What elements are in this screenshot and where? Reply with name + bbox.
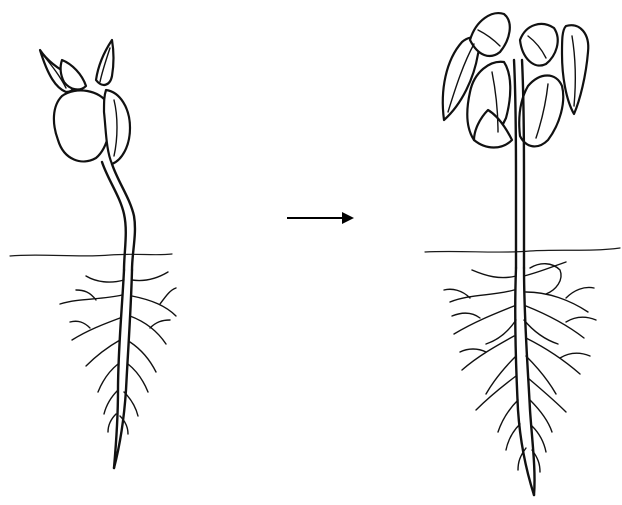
stem-right xyxy=(514,60,516,268)
seedling-later xyxy=(425,13,620,495)
young-leaves-left xyxy=(40,40,114,92)
stem-left xyxy=(102,162,126,270)
seed-coat-left xyxy=(54,90,110,161)
soil-line-left xyxy=(10,254,172,256)
lateral-roots-right xyxy=(444,262,596,472)
seedling-early xyxy=(10,40,176,468)
transition-arrow xyxy=(287,212,354,224)
taproot-left xyxy=(114,270,124,468)
soil-line-right xyxy=(425,248,620,252)
